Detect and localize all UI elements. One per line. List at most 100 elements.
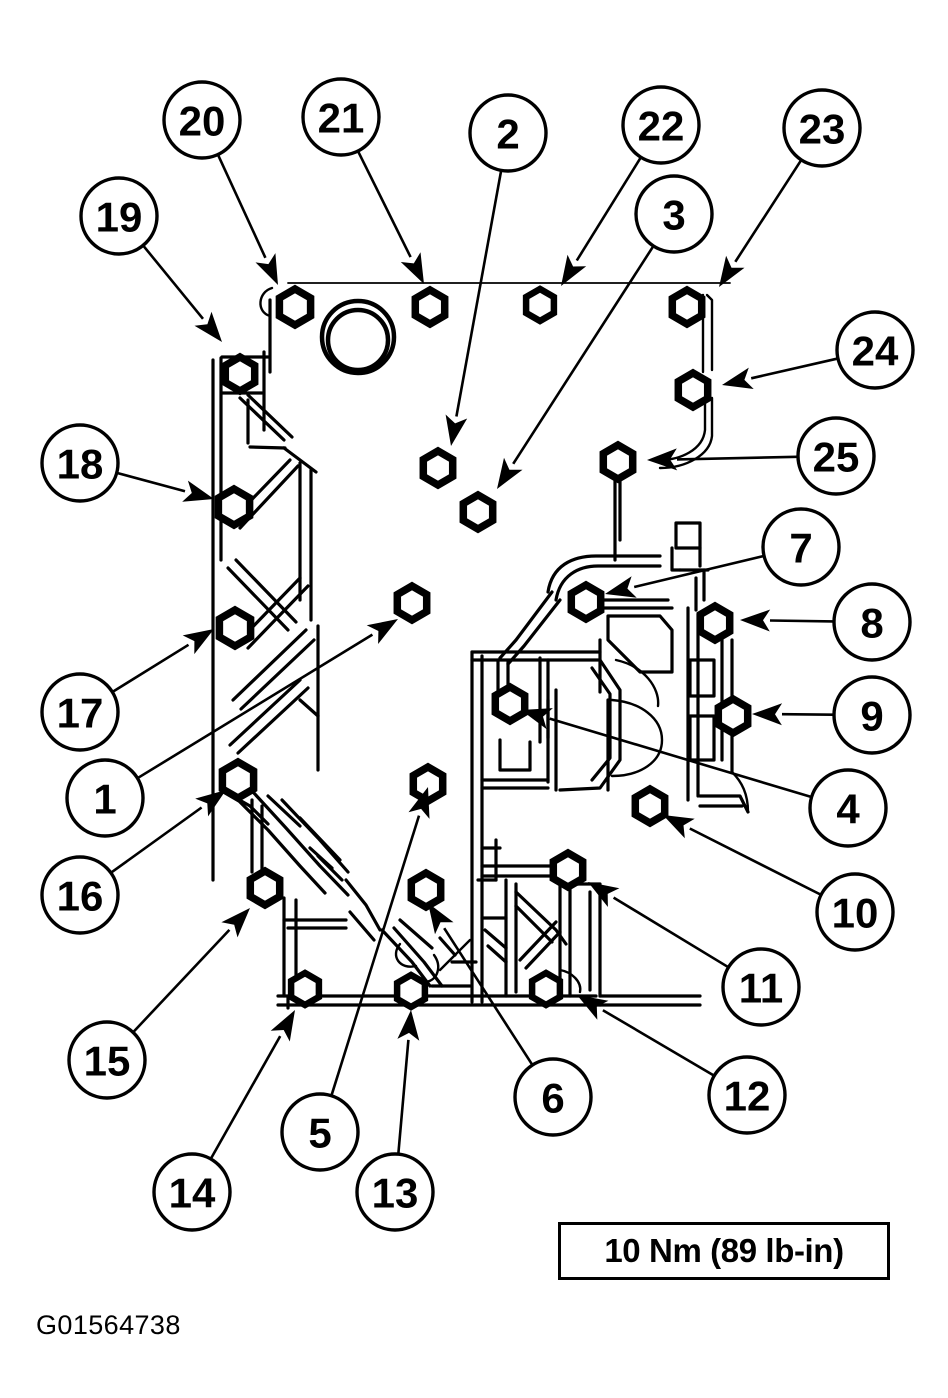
callout-circle-10 bbox=[815, 872, 895, 952]
leader-line-1 bbox=[137, 633, 374, 779]
callout-number-4: 4 bbox=[836, 786, 860, 833]
hex-fastener-7 bbox=[567, 580, 605, 624]
callout-number-11: 11 bbox=[739, 965, 783, 1012]
callout-number-13: 13 bbox=[372, 1170, 419, 1217]
callout-25[interactable]: 25 bbox=[796, 416, 876, 496]
leader-line-20 bbox=[217, 154, 267, 259]
callout-circle-16 bbox=[40, 855, 120, 935]
callout-circle-14 bbox=[152, 1152, 232, 1232]
leader-arrowhead-1 bbox=[366, 619, 398, 644]
callout-5[interactable]: 5 bbox=[280, 1092, 360, 1172]
fastener-group bbox=[214, 284, 752, 1011]
leader-arrowhead-16 bbox=[195, 790, 226, 817]
callout-6[interactable]: 6 bbox=[513, 1057, 593, 1137]
callout-circle-19 bbox=[79, 176, 159, 256]
hex-fastener-3 bbox=[459, 490, 497, 534]
callout-circle-24 bbox=[835, 310, 915, 390]
callout-14[interactable]: 14 bbox=[152, 1152, 232, 1232]
leader-arrowhead-10 bbox=[663, 815, 695, 839]
leader-arrowhead-11 bbox=[588, 882, 620, 907]
hex-fastener-15 bbox=[246, 866, 284, 910]
leader-arrowhead-5 bbox=[408, 787, 430, 819]
callout-number-23: 23 bbox=[799, 106, 846, 153]
callout-18[interactable]: 18 bbox=[40, 423, 120, 503]
callout-number-10: 10 bbox=[832, 890, 879, 937]
callout-circle-4 bbox=[808, 768, 888, 848]
leader-arrowhead-14 bbox=[270, 1010, 295, 1042]
leader-line-24 bbox=[750, 357, 838, 380]
callout-11[interactable]: 11 bbox=[721, 947, 801, 1027]
callout-circle-9 bbox=[832, 675, 912, 755]
callout-circle-8 bbox=[832, 582, 912, 662]
leader-line-16 bbox=[110, 806, 203, 874]
callout-21[interactable]: 21 bbox=[301, 77, 381, 157]
leader-line-10 bbox=[689, 827, 821, 896]
leader-line-4 bbox=[549, 717, 811, 799]
hex-fastener-18 bbox=[214, 484, 254, 530]
callout-circle-7 bbox=[761, 507, 841, 587]
callout-1[interactable]: 1 bbox=[65, 758, 145, 838]
callout-22[interactable]: 22 bbox=[621, 85, 701, 165]
leader-line-22 bbox=[575, 157, 642, 262]
leader-group bbox=[110, 151, 838, 1159]
leader-line-11 bbox=[612, 896, 729, 968]
callout-number-5: 5 bbox=[308, 1110, 331, 1157]
callout-circle-6 bbox=[513, 1057, 593, 1137]
callout-circle-15 bbox=[67, 1020, 147, 1100]
callout-8[interactable]: 8 bbox=[832, 582, 912, 662]
hex-fastener-23 bbox=[668, 285, 706, 329]
callout-number-21: 21 bbox=[318, 95, 365, 142]
callout-7[interactable]: 7 bbox=[761, 507, 841, 587]
leader-line-7 bbox=[633, 554, 764, 589]
leader-arrowhead-3 bbox=[497, 457, 523, 489]
leader-line-3 bbox=[512, 246, 654, 465]
callout-17[interactable]: 17 bbox=[40, 672, 120, 752]
callout-number-16: 16 bbox=[57, 873, 104, 920]
torque-spec-box: 10 Nm (89 lb-in) bbox=[558, 1222, 890, 1280]
leader-arrowhead-17 bbox=[182, 629, 214, 655]
callout-13[interactable]: 13 bbox=[355, 1152, 435, 1232]
callout-number-8: 8 bbox=[860, 600, 883, 647]
leader-line-17 bbox=[112, 643, 190, 693]
callout-23[interactable]: 23 bbox=[782, 88, 862, 168]
callout-20[interactable]: 20 bbox=[162, 80, 242, 160]
callout-4[interactable]: 4 bbox=[808, 768, 888, 848]
leader-line-21 bbox=[357, 151, 412, 258]
leader-arrowhead-13 bbox=[397, 1010, 420, 1041]
hex-fastener-24 bbox=[674, 368, 712, 412]
hex-fastener-1 bbox=[393, 581, 431, 625]
callout-10[interactable]: 10 bbox=[815, 872, 895, 952]
callout-number-9: 9 bbox=[860, 693, 883, 740]
callout-number-17: 17 bbox=[57, 690, 104, 737]
leader-line-18 bbox=[117, 471, 186, 493]
callout-9[interactable]: 9 bbox=[832, 675, 912, 755]
leader-arrowhead-18 bbox=[182, 480, 214, 502]
callout-16[interactable]: 16 bbox=[40, 855, 120, 935]
hex-fastener-13 bbox=[393, 971, 429, 1011]
callout-number-2: 2 bbox=[496, 111, 519, 158]
leader-arrowhead-7 bbox=[605, 576, 637, 598]
callout-3[interactable]: 3 bbox=[634, 174, 714, 254]
hex-fastener-2 bbox=[419, 446, 457, 490]
hex-fastener-16 bbox=[218, 757, 258, 803]
callout-24[interactable]: 24 bbox=[835, 310, 915, 390]
callout-circle-5 bbox=[280, 1092, 360, 1172]
leader-line-5 bbox=[330, 815, 421, 1096]
leader-line-14 bbox=[210, 1035, 282, 1159]
leader-line-25 bbox=[676, 455, 798, 461]
callout-19[interactable]: 19 bbox=[79, 176, 159, 256]
callout-2[interactable]: 2 bbox=[468, 93, 548, 173]
callout-number-14: 14 bbox=[169, 1170, 216, 1217]
callout-12[interactable]: 12 bbox=[707, 1055, 787, 1135]
callout-circle-12 bbox=[707, 1055, 787, 1135]
leader-line-2 bbox=[455, 171, 503, 417]
callout-number-1: 1 bbox=[93, 776, 116, 823]
hex-fastener-20 bbox=[275, 284, 315, 330]
hex-fastener-22 bbox=[522, 285, 558, 325]
callout-circle-3 bbox=[634, 174, 714, 254]
callout-15[interactable]: 15 bbox=[67, 1020, 147, 1100]
callout-number-19: 19 bbox=[96, 194, 143, 241]
leader-line-13 bbox=[397, 1039, 410, 1154]
callout-circle-20 bbox=[162, 80, 242, 160]
hex-fastener-25 bbox=[599, 440, 637, 484]
